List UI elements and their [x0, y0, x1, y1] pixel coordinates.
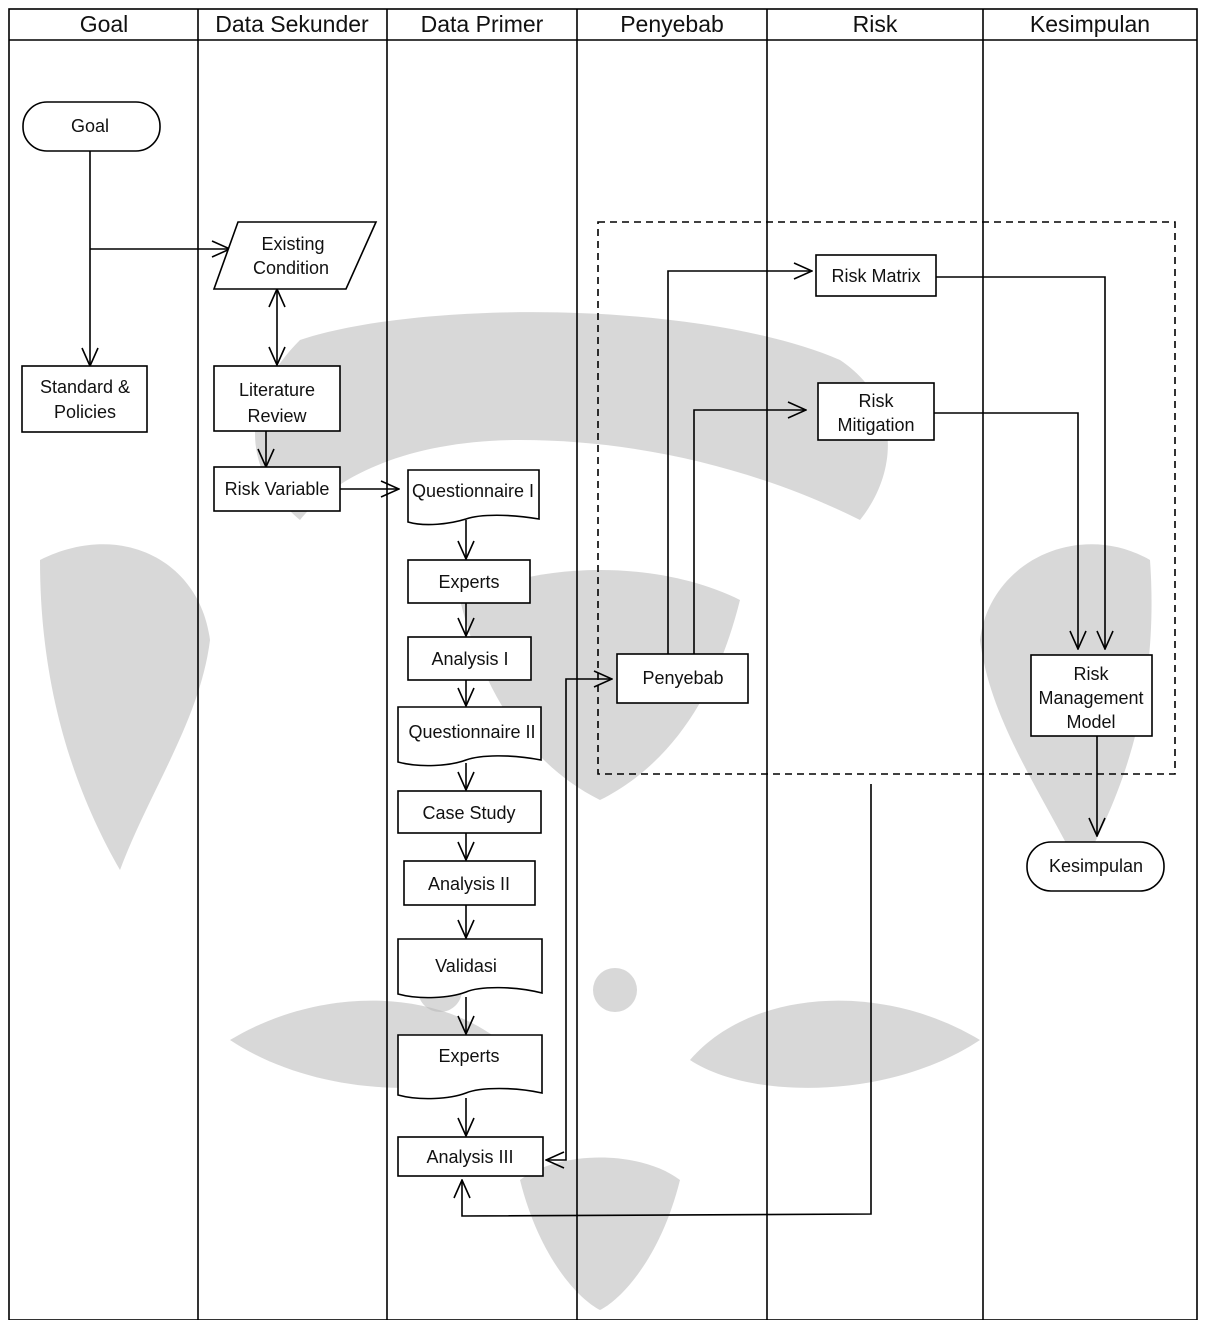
node-penyebab: Penyebab — [616, 653, 749, 704]
node-risk-variable: Risk Variable — [213, 466, 341, 512]
node-case-study-label: Case Study — [422, 803, 515, 823]
node-experts1-label: Experts — [438, 572, 499, 592]
node-risk-mitigation-label-2: Mitigation — [837, 415, 914, 435]
node-experts-2: Experts — [397, 1034, 543, 1100]
node-questionnaire2-label: Questionnaire II — [408, 722, 535, 742]
lane-header-data-sekunder: Data Sekunder — [215, 11, 369, 37]
arrow-mitigation-to-model — [934, 412, 1078, 649]
node-rmm-label-1: Risk — [1074, 664, 1110, 684]
node-literature-review: Literature Review — [213, 365, 341, 432]
swimlane-grid — [8, 8, 1198, 1320]
lane-header-penyebab: Penyebab — [620, 11, 724, 37]
node-validasi: Validasi — [397, 938, 543, 999]
arrow-penyebab-to-mitigation — [693, 410, 806, 654]
watermark-emblem — [40, 312, 1152, 1310]
arrow-analysis3-penyebab — [546, 679, 612, 1160]
lane-header-kesimpulan: Kesimpulan — [1030, 11, 1150, 37]
node-literature-label-2: Review — [247, 406, 307, 426]
lane-header-goal: Goal — [80, 11, 129, 37]
node-rmm-label-2: Management — [1038, 688, 1143, 708]
node-analysis3-label: Analysis III — [426, 1147, 513, 1167]
node-penyebab-label: Penyebab — [642, 668, 723, 688]
node-kesimpulan: Kesimpulan — [1026, 841, 1165, 892]
node-goal-label: Goal — [71, 116, 109, 136]
node-validasi-label: Validasi — [435, 956, 497, 976]
node-risk-matrix: Risk Matrix — [815, 254, 937, 297]
node-risk-mitigation-label-1: Risk — [859, 391, 895, 411]
node-questionnaire-2: Questionnaire II — [397, 706, 542, 767]
node-standard-policies: Standard & Policies — [21, 365, 148, 433]
node-kesimpulan-label: Kesimpulan — [1049, 856, 1143, 876]
node-experts-1: Experts — [407, 559, 531, 604]
node-existing-condition: Existing Condition — [212, 221, 378, 290]
node-analysis-1: Analysis I — [407, 636, 532, 681]
node-analysis-3: Analysis III — [397, 1136, 544, 1177]
node-risk-management-model: Risk Management Model — [1030, 654, 1153, 737]
node-literature-label-1: Literature — [239, 380, 315, 400]
node-risk-mitigation: Risk Mitigation — [817, 382, 935, 441]
node-goal: Goal — [22, 101, 161, 152]
node-experts2-label: Experts — [438, 1046, 499, 1066]
node-standard-label-1: Standard & — [40, 377, 130, 397]
node-risk-variable-label: Risk Variable — [225, 479, 330, 499]
node-existing-label-1: Existing — [261, 234, 324, 254]
node-case-study: Case Study — [397, 790, 542, 834]
node-standard-label-2: Policies — [54, 402, 116, 422]
node-rmm-label-3: Model — [1066, 712, 1115, 732]
lane-header-risk: Risk — [853, 11, 898, 37]
node-risk-matrix-label: Risk Matrix — [832, 266, 921, 286]
arrow-feedback-to-analysis3 — [462, 784, 872, 1217]
node-analysis-2: Analysis II — [403, 860, 536, 906]
node-questionnaire1-label: Questionnaire I — [412, 481, 534, 501]
connectors — [90, 150, 1105, 1217]
node-analysis2-label: Analysis II — [428, 874, 510, 894]
node-questionnaire-1: Questionnaire I — [407, 469, 540, 526]
risk-analysis-group-boundary — [597, 221, 1176, 775]
node-analysis1-label: Analysis I — [431, 649, 508, 669]
lane-header-data-primer: Data Primer — [421, 11, 544, 37]
arrow-riskmatrix-to-model — [936, 276, 1105, 649]
arrow-penyebab-to-riskmatrix — [667, 271, 812, 654]
node-existing-label-2: Condition — [253, 258, 329, 278]
